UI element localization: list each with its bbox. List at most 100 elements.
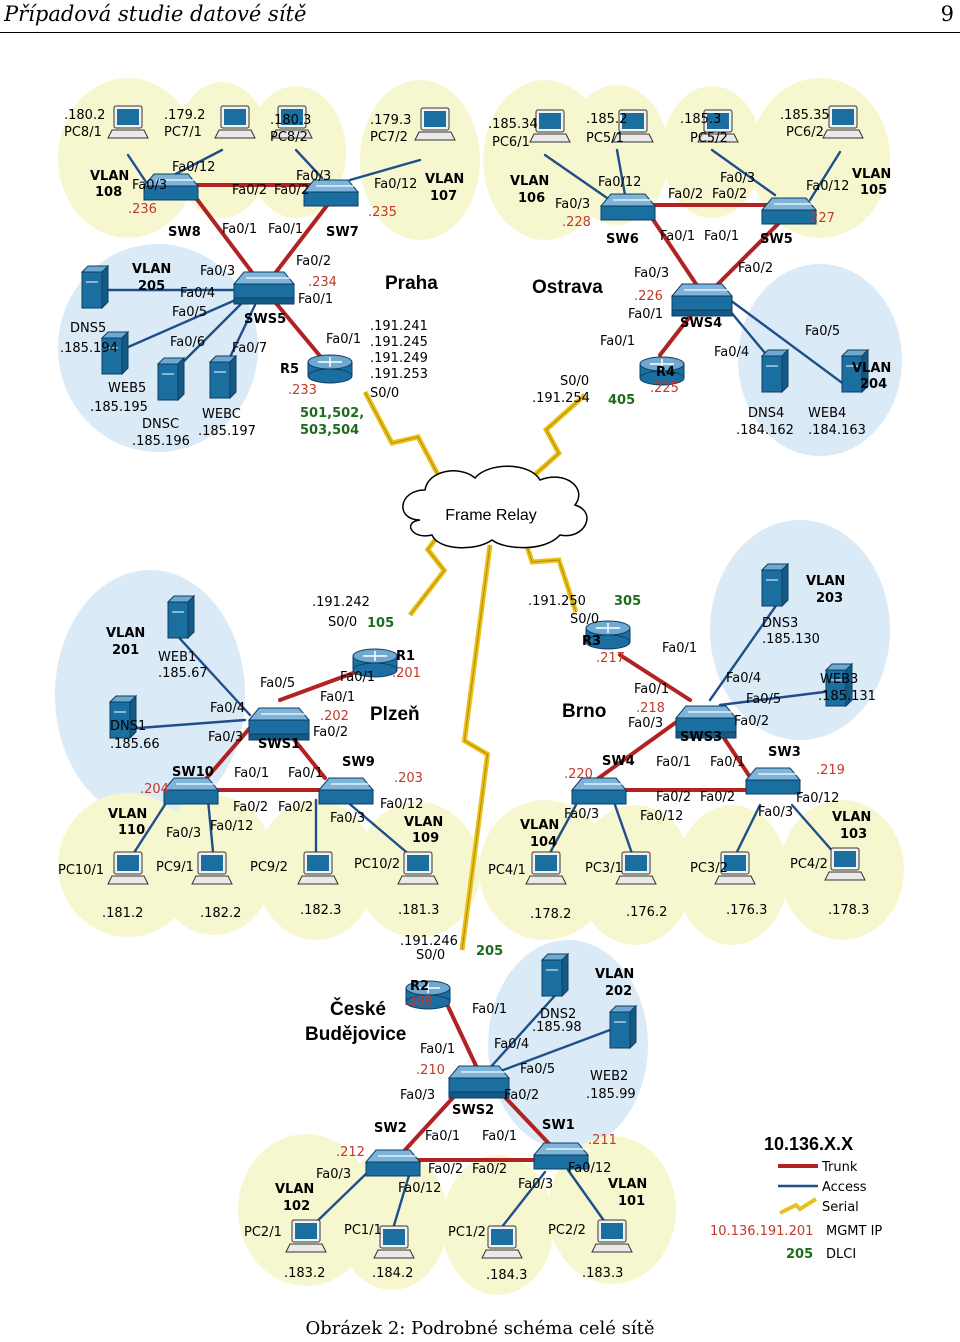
router-icon: [405, 980, 451, 1010]
praha-label: SWS5: [244, 312, 286, 327]
ceske-budejovice-label: Fa0/12: [568, 1161, 611, 1176]
praha-label: Fa0/12: [374, 177, 417, 192]
praha-label: 108: [95, 185, 122, 200]
plzen-label: Fa0/2: [233, 800, 268, 815]
ceske-budejovice-label: Fa0/2: [504, 1088, 539, 1103]
brno-label: DNS3: [762, 616, 798, 631]
brno-label: Fa0/5: [746, 692, 781, 707]
pc-icon: [824, 847, 866, 881]
plzen-label: Fa0/12: [210, 819, 253, 834]
brno-label: R3: [582, 634, 601, 649]
plzen-label: Fa0/2: [278, 800, 313, 815]
plzen-label: Fa0/1: [320, 690, 355, 705]
praha-label: 107: [430, 189, 457, 204]
ceske-budejovice-label: SW2: [374, 1121, 407, 1136]
plzen-label: PC9/2: [250, 860, 288, 875]
ceske-budejovice-label: Fa0/12: [398, 1181, 441, 1196]
access-link: [808, 150, 842, 202]
trunk-link: [618, 653, 692, 702]
pc-icon: [714, 851, 756, 885]
access-link: [496, 1170, 547, 1234]
praha-label: Fa0/2: [274, 183, 309, 198]
ostrava-label: Fa0/2: [738, 261, 773, 276]
ceske-budejovice-label: Fa0/1: [420, 1042, 455, 1057]
ostrava-label: Fa0/1: [704, 229, 739, 244]
brno-label: Fa0/1: [656, 755, 691, 770]
access-link: [496, 1028, 612, 1074]
ostrava-label: R4: [656, 365, 675, 380]
ceske-budejovice-label: Fa0/3: [518, 1177, 553, 1192]
access-link: [718, 688, 842, 707]
vlan-region: [442, 1155, 554, 1295]
plzen-label: DNS1: [110, 719, 146, 734]
praha-label: .236: [128, 202, 157, 217]
brno-label: Fa0/3: [758, 805, 793, 820]
ceske-budejovice-label: .184.3: [486, 1268, 527, 1283]
praha-label: VLAN: [425, 172, 464, 187]
ostrava-label: SW5: [760, 232, 793, 247]
ostrava-label: .227: [806, 211, 835, 226]
ostrava-label: Fa0/2: [668, 187, 703, 202]
ostrava-label: 106: [518, 191, 545, 206]
plzen-label: Fa0/5: [260, 676, 295, 691]
multilayer-switch-icon: [232, 271, 296, 305]
praha-label: VLAN: [90, 169, 129, 184]
ceske-budejovice-label: 102: [283, 1199, 310, 1214]
ostrava-label: WEB4: [808, 406, 846, 421]
server-icon: [824, 662, 854, 708]
ostrava-label: .185.34: [488, 117, 538, 132]
plzen-label: Fa0/1: [340, 670, 375, 685]
server-icon: [540, 952, 570, 998]
page-header: Případová studie datové sítě 9: [0, 0, 960, 34]
ceske-budejovice-label: Fa0/4: [494, 1037, 529, 1052]
access-link: [390, 1170, 412, 1234]
plzen-label: Fa0/1: [234, 766, 269, 781]
ceske-budejovice-label: PC1/2: [448, 1225, 486, 1240]
ostrava-label: SWS4: [680, 316, 722, 331]
brno-label: 104: [530, 835, 557, 850]
ceske-budejovice-label: .211: [588, 1133, 617, 1148]
ostrava-label: Fa0/3: [634, 266, 669, 281]
praha-label: Fa0/1: [326, 332, 361, 347]
serial-link-edge: [461, 544, 491, 951]
vlan-region: [662, 86, 762, 218]
ostrava-label: PC5/1: [586, 131, 624, 146]
ceske-budejovice-label: .183.3: [582, 1266, 623, 1281]
plzen-label: .203: [394, 771, 423, 786]
plzen-label: 201: [112, 643, 139, 658]
server-icon: [108, 694, 138, 740]
pc-icon: [481, 1225, 523, 1259]
praha-label: .180.2: [64, 108, 105, 123]
brno-label: Brno: [562, 701, 606, 722]
ceske-budejovice-label: Fa0/1: [472, 1002, 507, 1017]
praha-label: R5: [280, 362, 299, 377]
ceske-budejovice-label: SW1: [542, 1118, 575, 1133]
vlan-region: [676, 805, 788, 945]
ostrava-label: .226: [634, 289, 663, 304]
server-icon: [760, 562, 790, 608]
ceske-budejovice-label: Fa0/5: [520, 1062, 555, 1077]
praha-label: .179.2: [164, 108, 205, 123]
multilayer-switch-icon: [674, 705, 738, 739]
brno-label: VLAN: [520, 818, 559, 833]
brno-label: PC3/1: [585, 861, 623, 876]
pc-icon: [612, 109, 654, 143]
ceske-budejovice-label: Fa0/2: [472, 1162, 507, 1177]
access-link: [170, 628, 252, 717]
server-icon: [840, 348, 870, 394]
ostrava-label: Fa0/3: [720, 171, 755, 186]
praha-label: .191.245: [370, 335, 428, 350]
trunk-link: [268, 193, 337, 282]
legend-mgmt-label: MGMT IP: [826, 1224, 882, 1239]
praha-label: S0/0: [370, 386, 399, 401]
multilayer-switch-icon: [670, 283, 734, 317]
page-number: 9: [940, 2, 954, 26]
brno-label: Fa0/3: [628, 716, 663, 731]
ostrava-label: Fa0/1: [660, 229, 695, 244]
brno-label: 305: [614, 594, 641, 609]
praha-label: VLAN: [132, 262, 171, 277]
ostrava-label: Fa0/3: [555, 197, 590, 212]
serial-link-edge: [364, 391, 446, 489]
ostrava-label: PC6/1: [492, 135, 530, 150]
ostrava-label: .184.162: [736, 423, 794, 438]
